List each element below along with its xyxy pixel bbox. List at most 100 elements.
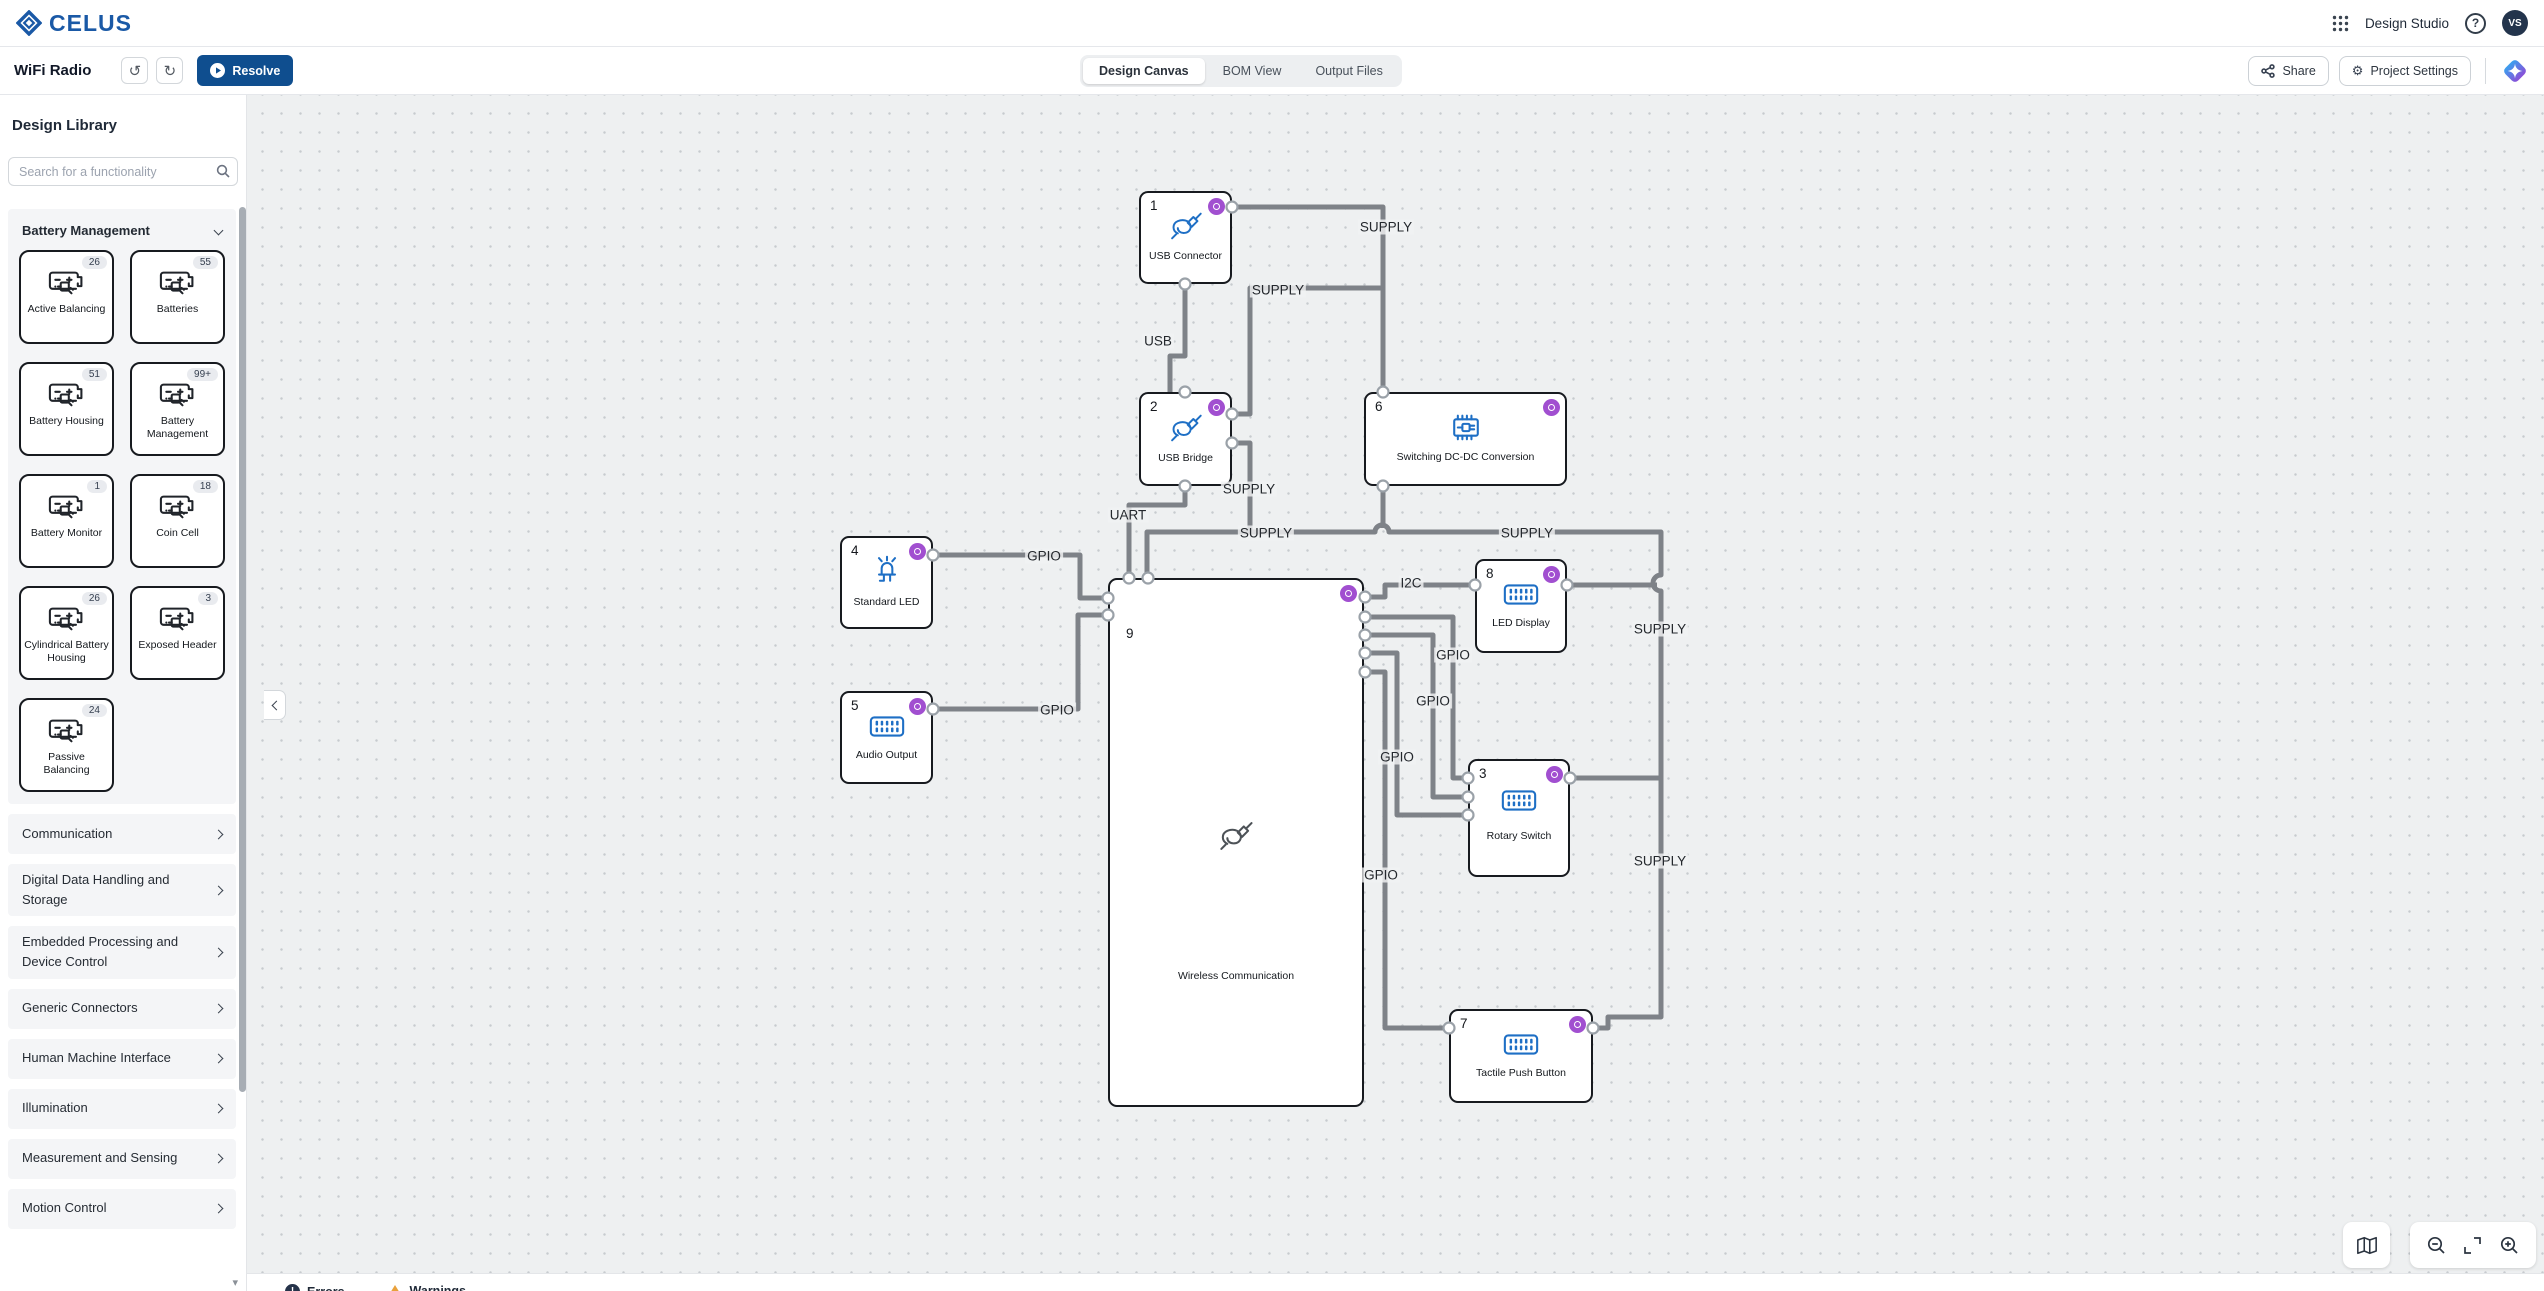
warnings-label: Warnings (409, 1284, 467, 1291)
count-badge: 18 (192, 480, 218, 493)
card-coin-cell[interactable]: 18 Coin Cell (130, 474, 225, 568)
block-number: 8 (1486, 566, 1494, 581)
sidebar-item-digital-data[interactable]: Digital Data Handling and Storage (8, 864, 236, 917)
wire-gpio-led (933, 552, 1108, 601)
tab-bom-view[interactable]: BOM View (1207, 58, 1298, 84)
block-label: LED Display (1492, 617, 1550, 630)
category-label: Embedded Processing and Device Control (22, 934, 179, 970)
card-battery-monitor[interactable]: 1 Battery Monitor (19, 474, 114, 568)
card-batteries[interactable]: 55 Batteries (130, 250, 225, 344)
celus-logo[interactable]: CELUS (16, 10, 132, 37)
play-circle-icon (210, 63, 226, 78)
wire-label-supply: SUPPLY (1249, 282, 1307, 298)
block-usb-bridge[interactable]: 2 USB Bridge (1139, 392, 1232, 486)
usb-cable-icon (1168, 211, 1204, 241)
count-badge: 24 (81, 704, 107, 717)
wire-label-gpio: GPIO (1038, 702, 1076, 718)
fit-view-icon[interactable] (2462, 1235, 2483, 1256)
avatar[interactable]: VS (2502, 10, 2528, 36)
resolved-badge-icon[interactable] (909, 698, 926, 715)
count-badge: 26 (81, 256, 107, 269)
dip-switch-icon (1500, 787, 1538, 814)
sidebar-item-measurement-sensing[interactable]: Measurement and Sensing (8, 1138, 236, 1179)
card-battery-management[interactable]: 99+ Battery Management (130, 362, 225, 456)
help-icon[interactable]: ? (2465, 12, 2486, 34)
resolve-button[interactable]: Resolve (197, 55, 294, 86)
sidebar-item-communication[interactable]: Communication (8, 814, 236, 854)
block-usb-connector[interactable]: 1 USB Connector (1139, 191, 1232, 284)
resolved-badge-icon[interactable] (1340, 585, 1357, 602)
chevron-right-icon (213, 1003, 224, 1014)
errors-status[interactable]: ! Errors (285, 1284, 345, 1291)
dip-switch-icon (868, 713, 906, 740)
search-icon (216, 164, 230, 178)
search-input[interactable] (8, 157, 238, 186)
wire-label-uart: UART (1107, 507, 1149, 523)
share-button[interactable]: Share (2248, 55, 2329, 86)
zoom-in-icon[interactable] (2499, 1235, 2520, 1256)
scroll-down-arrow-icon[interactable]: ▾ (232, 1277, 238, 1289)
sidebar-collapse-handle[interactable] (264, 690, 286, 720)
block-number: 5 (851, 698, 859, 713)
card-label: Battery Monitor (30, 527, 103, 539)
block-label: USB Connector (1149, 250, 1222, 263)
functionality-card-grid: 26 Active Balancing 55 Batteries 51 Batt… (17, 248, 227, 792)
zoom-controls (2410, 1222, 2536, 1268)
block-led-display[interactable]: 8 LED Display (1475, 559, 1567, 653)
zoom-out-icon[interactable] (2426, 1235, 2447, 1256)
block-tactile-push-button[interactable]: 7 Tactile Push Button (1449, 1009, 1593, 1103)
chevron-right-icon (213, 829, 224, 839)
sidebar-item-illumination[interactable]: Illumination (8, 1088, 236, 1129)
resolved-badge-icon[interactable] (1208, 198, 1225, 215)
warnings-status[interactable]: Warnings (386, 1284, 467, 1291)
block-label: Rotary Switch (1486, 830, 1552, 842)
card-exposed-header[interactable]: 3 Exposed Header (130, 586, 225, 680)
category-header-battery-management[interactable]: Battery Management (17, 219, 227, 248)
sidebar-title: Design Library (12, 117, 118, 134)
sidebar-item-motion-control[interactable]: Motion Control (8, 1188, 236, 1229)
resolved-badge-icon[interactable] (1208, 399, 1225, 416)
count-badge: 3 (198, 592, 218, 605)
tab-design-canvas[interactable]: Design Canvas (1083, 58, 1205, 84)
chevron-down-icon (213, 225, 224, 236)
wire-label-gpio: GPIO (1025, 548, 1063, 564)
wire-label-i2c: I2C (1398, 575, 1424, 591)
apps-grid-icon[interactable] (2332, 15, 2349, 32)
resolved-badge-icon[interactable] (1569, 1016, 1586, 1033)
card-active-balancing[interactable]: 26 Active Balancing (19, 250, 114, 344)
block-rotary-switch[interactable]: 3 Rotary Switch (1468, 759, 1570, 877)
block-standard-led[interactable]: 4 Standard LED (840, 536, 933, 629)
category-label: Communication (22, 825, 113, 841)
ai-sparkle-icon[interactable] (2500, 56, 2530, 86)
undo-button[interactable]: ↺ (121, 57, 149, 84)
chevron-right-icon (213, 1053, 224, 1064)
resolved-badge-icon[interactable] (1546, 766, 1563, 783)
resolved-badge-icon[interactable] (1543, 566, 1560, 583)
block-audio-output[interactable]: 5 Audio Output (840, 691, 933, 784)
sidebar-scrollbar[interactable] (239, 207, 246, 1092)
category-name: Battery Management (22, 223, 150, 238)
wire-label-supply: SUPPLY (1220, 481, 1278, 497)
wire-label-supply: SUPPLY (1631, 853, 1689, 869)
chevron-right-icon (213, 885, 224, 896)
resolved-badge-icon[interactable] (909, 543, 926, 560)
card-battery-housing[interactable]: 51 Battery Housing (19, 362, 114, 456)
category-label: Measurement and Sensing (22, 1150, 178, 1166)
project-settings-button[interactable]: ⚙ Project Settings (2338, 55, 2471, 86)
resolved-badge-icon[interactable] (1543, 399, 1560, 416)
design-canvas[interactable]: 1 USB Connector 2 USB Bridge 6 Switching… (247, 95, 2544, 1273)
block-switching-dcdc[interactable]: 6 Switching DC-DC Conversion (1364, 392, 1567, 486)
project-toolbar: WiFi Radio ↺ ↻ Resolve Design Canvas BOM… (0, 47, 2544, 95)
sidebar-item-generic-connectors[interactable]: Generic Connectors (8, 988, 236, 1029)
wire-label-gpio: GPIO (1414, 693, 1452, 709)
block-wireless-communication[interactable]: 9 Wireless Communication (1108, 578, 1364, 1107)
block-label: Audio Output (855, 748, 918, 761)
redo-button[interactable]: ↻ (156, 57, 184, 84)
sidebar-item-human-machine-interface[interactable]: Human Machine Interface (8, 1038, 236, 1079)
led-icon (871, 555, 903, 587)
card-passive-balancing[interactable]: 24 Passive Balancing (19, 698, 114, 792)
minimap-toggle-button[interactable] (2343, 1222, 2390, 1268)
sidebar-item-embedded-processing[interactable]: Embedded Processing and Device Control (8, 926, 236, 979)
tab-output-files[interactable]: Output Files (1299, 58, 1398, 84)
card-cylindrical-battery-housing[interactable]: 26 Cylindrical Battery Housing (19, 586, 114, 680)
